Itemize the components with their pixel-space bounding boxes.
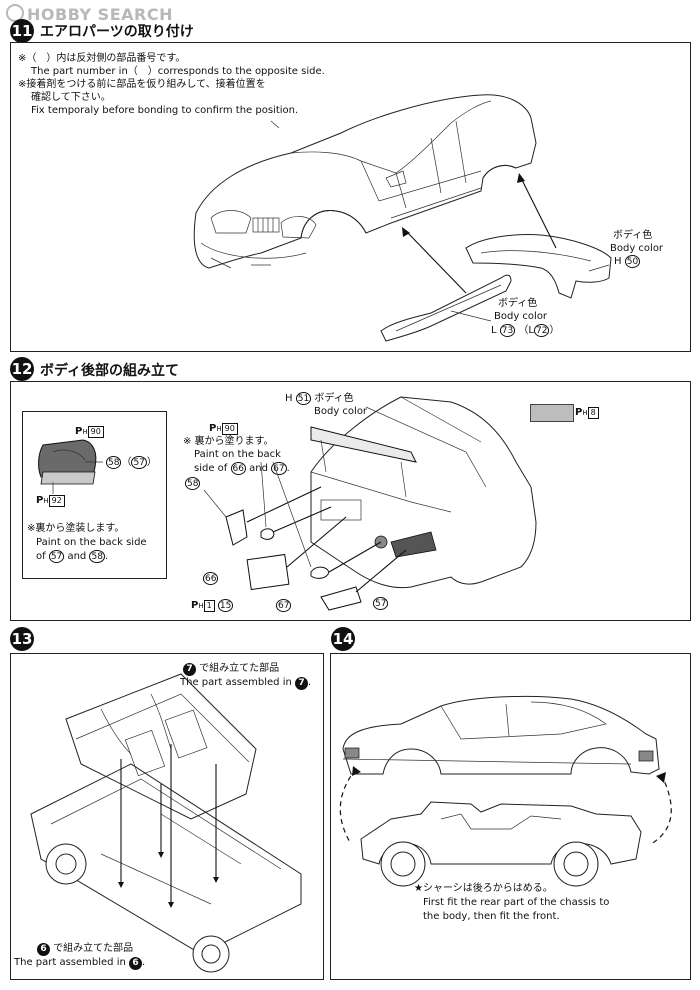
skirt-part-circle: 73 — [499, 324, 516, 337]
inset-note-and: and — [67, 551, 87, 562]
part-15-circle: 15 — [217, 599, 234, 612]
step-11-note2-jp1: ※接着剤をつける前に部品を仮り組みして、接着位置を — [18, 79, 266, 90]
part-58-circle: 58 — [185, 477, 201, 490]
step-14-note-en1: First fit the rear part of the chassis t… — [423, 897, 610, 908]
step-12-number: 12 — [10, 357, 34, 381]
center-note-sideof: side of — [194, 463, 228, 474]
center-code-box: 90 — [221, 423, 238, 435]
wing-part: H 51 ボディ色 — [285, 392, 354, 405]
center-note-en2: side of 66 and 67. — [194, 462, 290, 475]
step-13-top-ref-b: 7 — [295, 677, 309, 690]
inset-note-57: 57 — [48, 550, 65, 563]
inset-note-of: of — [36, 551, 46, 562]
step-13-bottom-jp-text: で組み立てた部品 — [53, 943, 134, 954]
step-14-number: 14 — [331, 627, 355, 651]
step-14-note-en2: the body, then fit the front. — [423, 911, 560, 922]
wing-label-jp: ボディ色 — [314, 393, 354, 404]
step-11-title: エアロパーツの取り付け — [40, 24, 194, 40]
step-12-rear-drawing — [203, 396, 537, 611]
part-57: 57 — [373, 597, 389, 610]
skirt-part-alt-circle: 72 — [533, 324, 550, 337]
center-note-and: and — [249, 463, 268, 474]
step-11-note2-en: Fix temporaly before bonding to confirm … — [31, 105, 299, 116]
spoiler-label-en: Body color — [610, 243, 664, 254]
color-swatch — [530, 404, 574, 422]
spoiler-part-number: H 50 — [614, 255, 641, 268]
inset-note-en1: Paint on the back side — [36, 537, 147, 548]
center-note-jp: ※ 裏から塗ります。 — [183, 436, 274, 447]
step-11-panel: ※（ ）内は反対側の部品番号です。 The part number in（ ）c… — [10, 42, 691, 352]
step-13-bottom-jp: 6 で組み立てた部品 — [37, 942, 133, 956]
step-14-note-jp: ★シャーシは後ろからはめる。 — [414, 883, 553, 894]
step-13-drawing — [30, 673, 302, 973]
step-12-title: ボディ後部の組み立て — [40, 363, 180, 379]
step-14-panel: ★シャーシは後ろからはめる。 First fit the rear part o… — [330, 653, 691, 980]
skirt-part-alt-prefix: L — [528, 325, 534, 336]
inset-part: 58（57） — [106, 456, 157, 469]
part-66-circle: 66 — [203, 572, 219, 585]
wing-label-en: Body color — [314, 406, 368, 417]
step-13-panel: 7 で組み立てた部品 The part assembled in 7. 6 — [10, 653, 324, 980]
step-11-note2-jp2: 確認して下さい。 — [31, 92, 111, 103]
step-13-number: 13 — [10, 627, 34, 651]
swatch-code-box: 8 — [587, 407, 599, 419]
step-11-note1-en: The part number in（ ）corresponds to the … — [31, 66, 325, 77]
skirt-part-prefix: L — [491, 325, 497, 336]
part-67-circle: 67 — [276, 599, 292, 612]
center-note-67: 67 — [271, 462, 287, 475]
part-67: 67 — [276, 599, 292, 612]
step-13-top-jp-text: で組み立てた部品 — [199, 663, 280, 674]
part-57-circle: 57 — [373, 597, 389, 610]
spoiler-part-prefix: H — [614, 256, 622, 267]
inset-note-58: 58 — [89, 550, 105, 563]
wing-part-circle: 51 — [295, 392, 312, 405]
step-11-note1-jp: ※（ ）内は反対側の部品番号です。 — [18, 53, 186, 64]
spoiler-part-circle: 50 — [624, 255, 641, 268]
inset-code-top-box: 90 — [87, 426, 104, 438]
step-14-drawing — [339, 695, 672, 887]
step-13-top-en: The part assembled in 7. — [180, 677, 312, 690]
watermark-text: HOBBY SEARCH — [27, 5, 173, 24]
skirt-label-jp: ボディ色 — [498, 298, 538, 309]
part-66: 66 — [203, 572, 219, 585]
center-note-en1: Paint on the back — [194, 449, 281, 460]
wing-prefix: H — [285, 393, 293, 404]
step-13-top-jp: 7 で組み立てた部品 — [183, 662, 279, 676]
spoiler-label-jp: ボディ色 — [613, 230, 653, 241]
inset-note-jp: ※裏から塗装します。 — [27, 523, 125, 534]
center-note-66: 66 — [230, 462, 246, 475]
inset-code-bottom-box: 92 — [48, 495, 65, 507]
inset-lamp-drawing — [38, 439, 103, 494]
step-11-car-drawing — [193, 94, 612, 342]
part-58: 58 — [185, 477, 201, 490]
part-15-code: 1 — [203, 600, 215, 612]
step-13-top-en-text: The part assembled in — [180, 677, 292, 688]
step-13-bottom-en-text: The part assembled in — [14, 957, 126, 968]
skirt-label-en: Body color — [494, 311, 548, 322]
inset-note-en2: of 57 and 58. — [36, 550, 109, 563]
step-13-bottom-ref-b: 6 — [129, 957, 143, 970]
inset-part-57: 57 — [131, 456, 147, 469]
step-13-bottom-en: The part assembled in 6. — [14, 957, 146, 970]
step-11-number: 11 — [10, 19, 34, 43]
inset-part-58: 58 — [106, 456, 122, 469]
step-13-bottom-ref-a: 6 — [37, 943, 50, 956]
step-13-top-ref-a: 7 — [183, 663, 196, 676]
